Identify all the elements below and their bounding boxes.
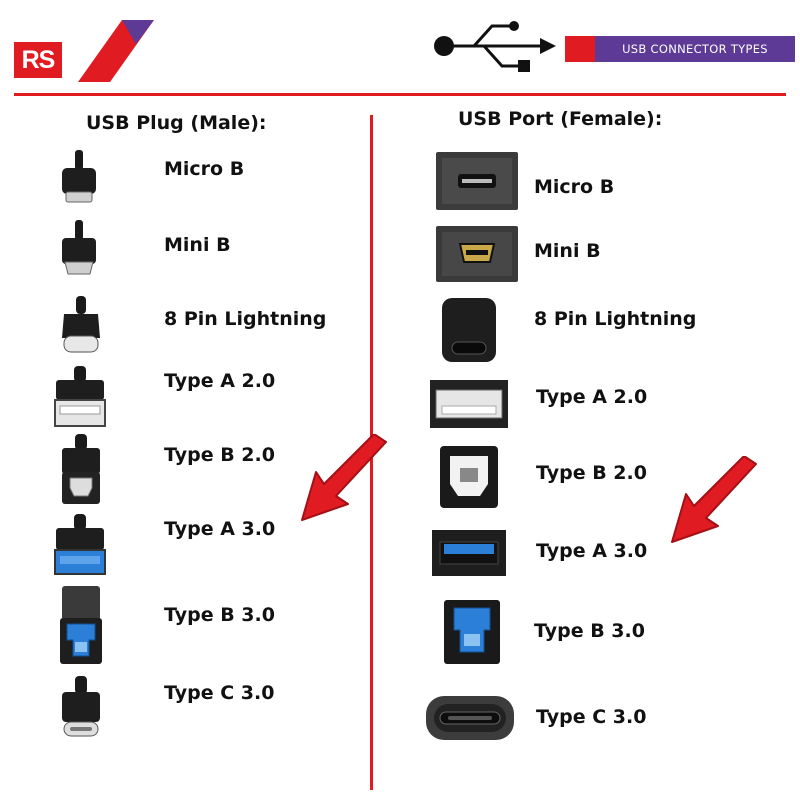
type-b-3-port-icon — [444, 600, 500, 664]
rs-logo: RS — [14, 42, 62, 78]
type-a-3-port-icon — [432, 530, 506, 576]
plug-label-type-b-2: Type B 2.0 — [164, 444, 275, 466]
port-column-heading: USB Port (Female): — [458, 108, 663, 130]
port-label-type-b-2: Type B 2.0 — [536, 462, 647, 484]
port-label-lightning: 8 Pin Lightning — [534, 308, 697, 330]
type-c-port-icon — [426, 696, 514, 740]
port-label-type-a-3: Type A 3.0 — [536, 540, 648, 562]
type-c-plug-icon — [62, 676, 100, 737]
mini-b-port-icon — [436, 226, 518, 282]
type-b-3-plug-icon — [60, 586, 102, 664]
type-b-2-plug-icon — [62, 434, 100, 504]
lightning-plug-icon — [62, 296, 100, 353]
plug-label-type-a-3: Type A 3.0 — [164, 518, 276, 540]
type-a-3-plug-icon — [54, 514, 106, 575]
plug-label-mini-b: Mini B — [164, 234, 231, 256]
lightning-port-icon — [442, 298, 496, 362]
usb-trident-icon — [434, 21, 556, 72]
rs-logo-mark — [78, 20, 154, 82]
micro-b-plug-icon — [62, 150, 96, 203]
type-a-2-port-icon — [430, 380, 508, 428]
type-a-2-plug-icon — [54, 366, 106, 427]
plug-label-type-b-3: Type B 3.0 — [164, 604, 275, 626]
header-divider — [14, 93, 786, 96]
plug-column-heading: USB Plug (Male): — [86, 112, 267, 134]
highlight-arrow-icon — [301, 434, 387, 521]
plug-label-type-c: Type C 3.0 — [164, 682, 275, 704]
port-label-type-a-2: Type A 2.0 — [536, 386, 648, 408]
micro-b-port-icon — [436, 152, 518, 210]
plug-label-lightning: 8 Pin Lightning — [164, 308, 327, 330]
mini-b-plug-icon — [62, 220, 96, 275]
type-b-2-port-icon — [440, 446, 498, 508]
plug-label-type-a-2: Type A 2.0 — [164, 370, 276, 392]
port-label-type-c: Type C 3.0 — [536, 706, 647, 728]
page-title: USB CONNECTOR TYPES — [595, 36, 795, 62]
banner-accent — [565, 36, 595, 62]
port-label-mini-b: Mini B — [534, 240, 601, 262]
port-label-micro-b: Micro B — [534, 176, 615, 198]
plug-label-micro-b: Micro B — [164, 158, 245, 180]
highlight-arrow-icon — [671, 456, 757, 543]
port-label-type-b-3: Type B 3.0 — [534, 620, 645, 642]
